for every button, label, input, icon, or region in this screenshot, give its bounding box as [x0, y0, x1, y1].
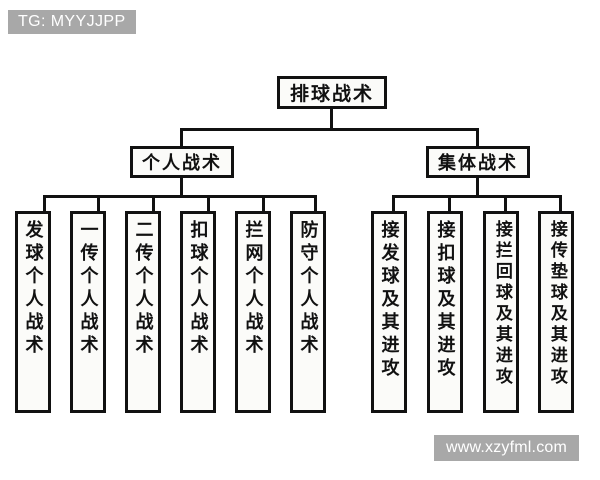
connector-drop-leaf-4	[207, 195, 210, 212]
node-leaf-spike-dig-and-attack[interactable]: 接扣球及其进攻	[427, 211, 463, 413]
node-leaf-label: 二传个人战术	[132, 220, 154, 358]
connector-drop-leaf-8	[448, 195, 451, 212]
connector-drop-leaf-6	[314, 195, 317, 212]
connector-team-bar	[392, 195, 562, 198]
watermark-bottom-right: www.xzyfml.com	[434, 435, 580, 461]
node-leaf-serve-individual-tactics[interactable]: 发球个人战术	[15, 211, 51, 413]
node-leaf-label: 接扣球及其进攻	[434, 220, 456, 381]
node-leaf-label: 一传个人战术	[77, 220, 99, 358]
node-branch-individual-tactics[interactable]: 个人战术	[130, 146, 234, 178]
node-leaf-block-rebound-and-attack[interactable]: 接拦回球及其进攻	[483, 211, 519, 413]
connector-drop-leaf-9	[504, 195, 507, 212]
node-leaf-label: 防守个人战术	[297, 220, 319, 358]
node-leaf-label: 接传垫球及其进攻	[546, 220, 567, 388]
node-leaf-label: 接拦回球及其进攻	[491, 220, 512, 388]
connector-individual-bar	[43, 195, 317, 198]
node-leaf-pass-dig-and-attack[interactable]: 接传垫球及其进攻	[538, 211, 574, 413]
node-leaf-serve-receive-and-attack[interactable]: 接发球及其进攻	[371, 211, 407, 413]
node-leaf-label: 接发球及其进攻	[378, 220, 400, 381]
connector-drop-leaf-7	[392, 195, 395, 212]
connector-drop-leaf-2	[97, 195, 100, 212]
node-leaf-spike-individual-tactics[interactable]: 扣球个人战术	[180, 211, 216, 413]
connector-drop-leaf-5	[262, 195, 265, 212]
connector-drop-leaf-3	[152, 195, 155, 212]
node-leaf-defense-individual-tactics[interactable]: 防守个人战术	[290, 211, 326, 413]
connector-root-stem	[330, 108, 333, 129]
node-leaf-first-pass-individual-tactics[interactable]: 一传个人战术	[70, 211, 106, 413]
connector-level2-bar	[180, 128, 479, 131]
connector-drop-individual	[180, 128, 183, 147]
connector-drop-leaf-1	[43, 195, 46, 212]
node-root-volleyball-tactics[interactable]: 排球战术	[277, 76, 387, 109]
connector-team-stem	[476, 177, 479, 197]
watermark-top-left: TG: MYYJJPP	[8, 10, 136, 34]
node-branch-team-tactics[interactable]: 集体战术	[426, 146, 530, 178]
connector-drop-leaf-10	[559, 195, 562, 212]
connector-individual-stem	[180, 177, 183, 197]
node-leaf-label: 拦网个人战术	[242, 220, 264, 358]
node-leaf-setting-individual-tactics[interactable]: 二传个人战术	[125, 211, 161, 413]
node-leaf-label: 发球个人战术	[22, 220, 44, 358]
connector-drop-team	[476, 128, 479, 147]
node-leaf-label: 扣球个人战术	[187, 220, 209, 358]
node-leaf-block-individual-tactics[interactable]: 拦网个人战术	[235, 211, 271, 413]
